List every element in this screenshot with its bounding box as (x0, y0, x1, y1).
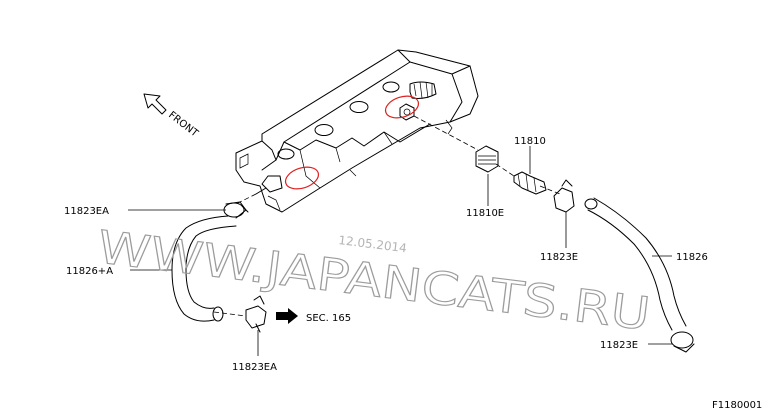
highlight-circle-front (284, 166, 320, 190)
callout-hose-left: 11826+A (66, 266, 113, 277)
section-reference-label: SEC. 165 (306, 313, 351, 324)
pcv-nipple-front (255, 175, 283, 195)
callout-grommet: 11810E (466, 208, 504, 219)
clamp-right-upper (553, 179, 575, 213)
callout-clamp-lower-left: 11823EA (232, 362, 277, 373)
figure-code: F1180001 (712, 400, 762, 411)
hose-right (584, 197, 687, 331)
pcv-valve (513, 171, 547, 195)
front-direction-indicator: FRONT (143, 93, 201, 140)
callout-valve: 11810 (514, 136, 546, 147)
callout-clamp-right-lower: 11823E (600, 340, 638, 351)
callout-clamp-upper-left: 11823EA (64, 206, 109, 217)
front-label: FRONT (166, 110, 200, 140)
arrow-right-icon (276, 308, 298, 324)
clamp-right-lower (670, 331, 695, 353)
callout-clamp-right-upper: 11823E (540, 252, 578, 263)
highlight-circle-rear (384, 95, 420, 119)
valve-cover (235, 49, 479, 213)
front-arrow-icon (143, 93, 167, 115)
grommet (475, 145, 499, 173)
clamp-lower-left (245, 295, 267, 333)
oil-filler-cap (409, 81, 437, 99)
callout-hose-right: 11826 (676, 252, 708, 263)
section-reference: SEC. 165 (276, 308, 351, 324)
